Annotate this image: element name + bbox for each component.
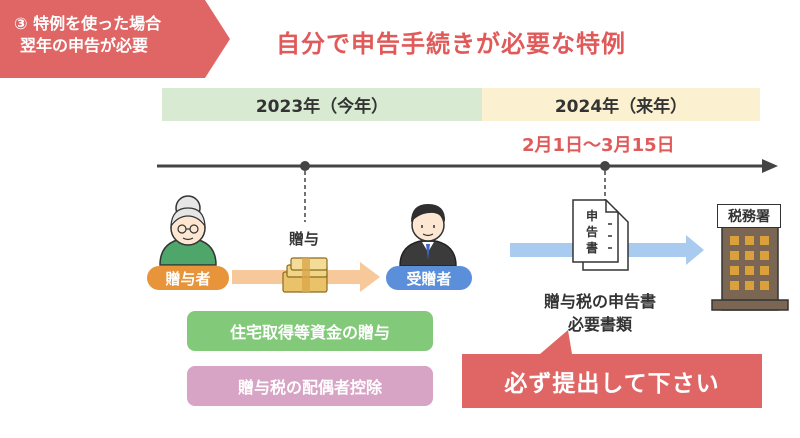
exception-housing-fund: 住宅取得等資金の贈与 bbox=[187, 311, 433, 351]
timeline-arrowhead bbox=[762, 159, 778, 173]
year-next-bar: 2024年（来年） bbox=[482, 88, 760, 121]
money-icon bbox=[282, 257, 328, 293]
document-caption-line2: 必要書類 bbox=[567, 315, 632, 334]
giver-label: 贈与者 bbox=[147, 266, 229, 290]
gift-label: 贈与 bbox=[289, 230, 320, 248]
receiver-label: 受贈者 bbox=[386, 266, 472, 290]
receiver-person-icon bbox=[399, 204, 457, 267]
tax-office-sign: 税務署 bbox=[717, 204, 781, 228]
timeline-dot-filing bbox=[600, 161, 610, 171]
document-caption-line1: 贈与税の申告書 bbox=[543, 292, 656, 311]
giver-person-icon bbox=[159, 195, 217, 266]
exception-spouse-deduction: 贈与税の配偶者控除 bbox=[187, 366, 433, 406]
tax-return-document-icon bbox=[572, 199, 629, 271]
document-icon-text: 申 告 書 bbox=[585, 209, 598, 255]
page-title: 自分で申告手続きが必要な特例 bbox=[276, 30, 626, 58]
callout-box bbox=[462, 330, 762, 408]
section-tag-line2: 翌年の申告が必要 bbox=[20, 36, 149, 55]
deadline-text: 2月1日～3月15日 bbox=[522, 135, 675, 156]
section-tag-line1: ③ 特例を使った場合 bbox=[14, 14, 162, 33]
tax-office-building-icon bbox=[711, 225, 789, 311]
year-current-bar: 2023年（今年） bbox=[162, 88, 482, 121]
timeline-dot-gift bbox=[300, 161, 310, 171]
section-tag bbox=[0, 0, 230, 78]
callout-text: 必ず提出して下さい bbox=[504, 371, 720, 397]
